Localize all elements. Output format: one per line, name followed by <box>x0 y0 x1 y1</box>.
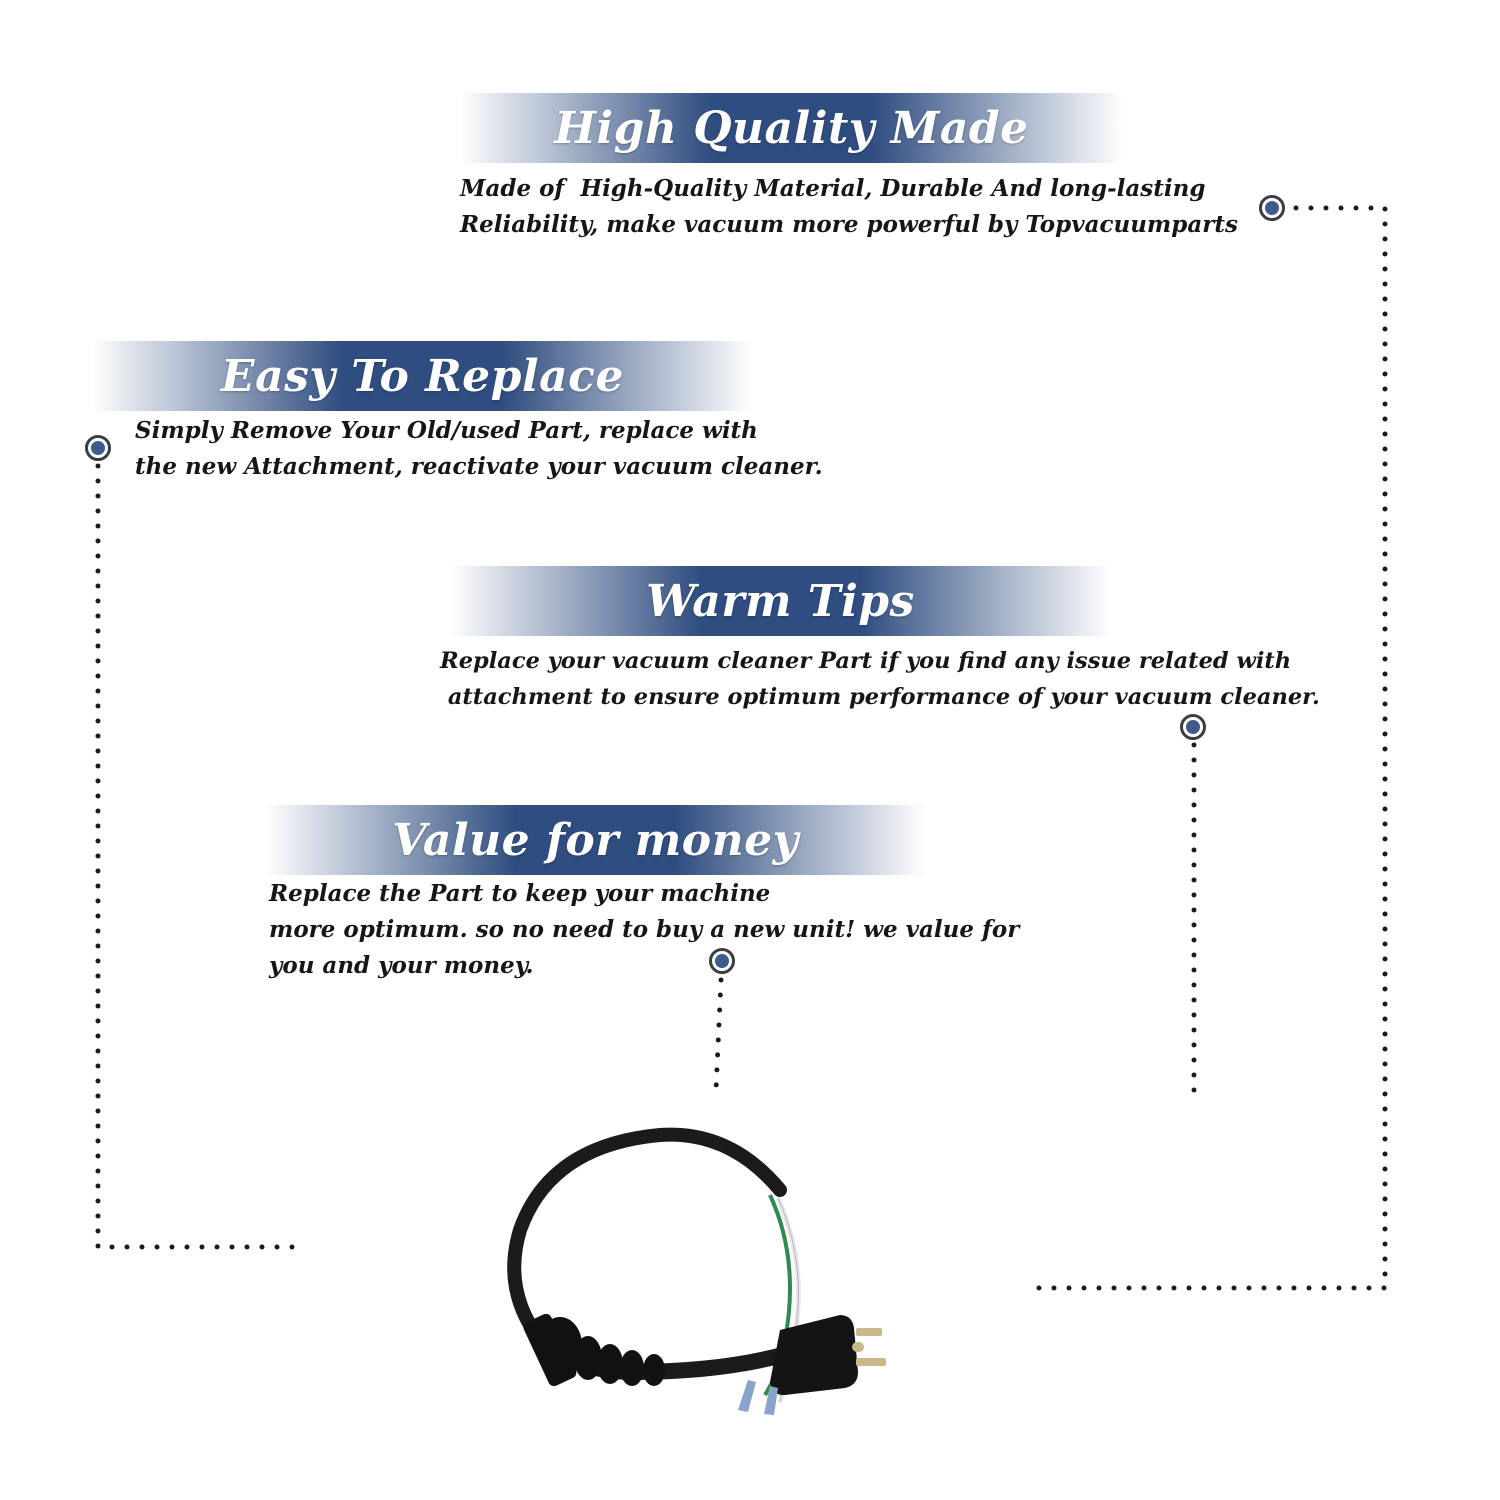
section-description: Replace your vacuum cleaner Part if you … <box>440 648 1320 710</box>
banner-warm-tips: Warm Tips <box>450 566 1111 636</box>
connector-high-quality <box>1030 205 1388 1291</box>
section-title: High Quality Made <box>554 102 1029 154</box>
marker-dot-icon <box>1259 195 1285 221</box>
marker-dot-icon <box>85 435 111 461</box>
banner-value-money: Value for money <box>265 805 926 875</box>
power-cord-image <box>507 1127 886 1415</box>
section-title: Warm Tips <box>646 575 915 627</box>
section-description: Replace the Part to keep your machine mo… <box>269 880 1020 979</box>
section-title: Easy To Replace <box>221 350 624 402</box>
section-description: Simply Remove Your Old/used Part, replac… <box>135 417 823 480</box>
marker-dot-icon <box>709 948 735 974</box>
section-title: Value for money <box>392 814 799 866</box>
section-description: Made of High-Quality Material, Durable A… <box>460 175 1238 238</box>
banner-high-quality: High Quality Made <box>460 93 1123 163</box>
banner-easy-replace: Easy To Replace <box>92 341 753 411</box>
connector-value-money <box>713 977 724 1093</box>
marker-dot-icon <box>1180 714 1206 740</box>
connector-easy-replace <box>95 463 296 1250</box>
